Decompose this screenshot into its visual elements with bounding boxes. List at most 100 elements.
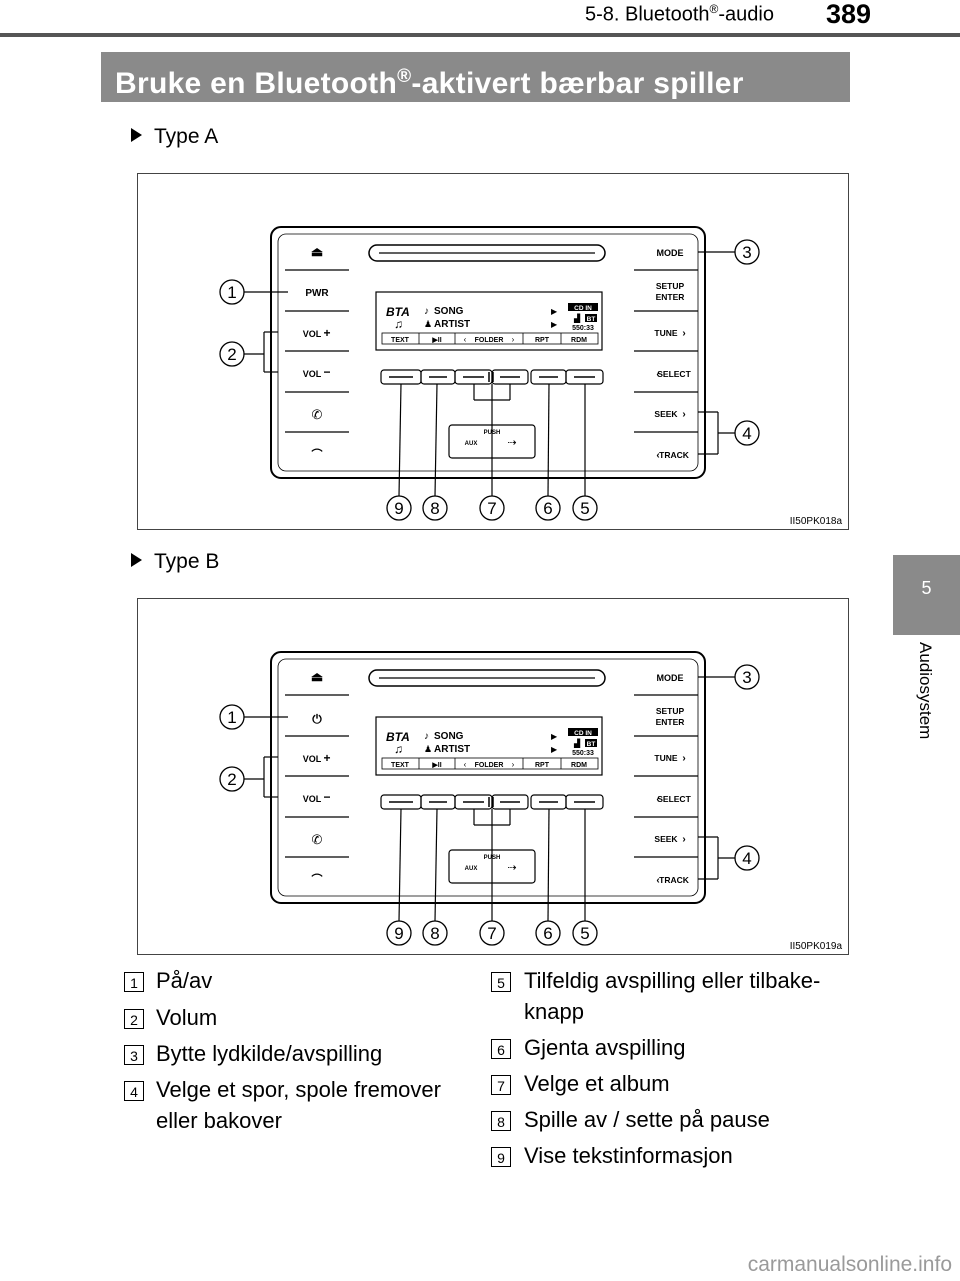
legend-item-6-number: 6 bbox=[491, 1039, 511, 1059]
setup-label: SETUP bbox=[656, 706, 685, 716]
figure-code: II50PK019a bbox=[790, 941, 843, 952]
section-title: 5-8. Bluetooth bbox=[585, 3, 710, 26]
legend-item-9-text: Vise tekstinformasjon bbox=[524, 1143, 733, 1168]
legend-item-4-number: 4 bbox=[124, 1081, 144, 1101]
softkey-label-5: RDM bbox=[571, 337, 587, 344]
enter-label: ENTER bbox=[656, 292, 685, 302]
chevron-right-icon: › bbox=[682, 753, 685, 764]
softkey-row bbox=[381, 332, 599, 345]
seek-label: SEEK bbox=[654, 834, 678, 844]
setup-label: SETUP bbox=[656, 281, 685, 291]
callout-9-circle bbox=[386, 920, 412, 946]
callout-7: 7 bbox=[487, 924, 496, 943]
vol-up-label: VOL bbox=[303, 329, 322, 339]
bt-badge-label: BT bbox=[587, 741, 596, 748]
display-source: BTA bbox=[386, 730, 410, 744]
callout-7: 7 bbox=[487, 499, 496, 518]
legend-item-4-text: Velge et spor, spole fremover eller bako… bbox=[156, 1077, 441, 1133]
chevron-left-icon: ‹ bbox=[656, 369, 659, 380]
legend-item-2-text: Volum bbox=[156, 1005, 218, 1030]
legend-item-7-text: Velge et album bbox=[524, 1071, 670, 1096]
mode-label: MODE bbox=[657, 248, 684, 258]
callout-8: 8 bbox=[430, 499, 439, 518]
play-arrow-icon: ▶ bbox=[551, 320, 558, 329]
title-registered-mark: ® bbox=[397, 66, 412, 87]
softkey-label-1: TEXT bbox=[391, 337, 410, 344]
chevron-right-icon: › bbox=[682, 328, 685, 339]
chapter-tab-label: Audiosystem bbox=[916, 642, 935, 740]
person-icon: ♟ bbox=[424, 744, 432, 754]
display-source: BTA bbox=[386, 305, 410, 319]
faceplate bbox=[270, 226, 706, 479]
callout-1: 1 bbox=[227, 283, 236, 302]
callout-3: 3 bbox=[742, 668, 751, 687]
track-label: TRACK bbox=[659, 450, 690, 460]
vol-up-label: VOL bbox=[303, 754, 322, 764]
callout-8-circle bbox=[422, 495, 448, 521]
callout-8: 8 bbox=[430, 924, 439, 943]
figure-code: II50PK018a bbox=[790, 516, 843, 527]
display-artist: ARTIST bbox=[434, 319, 470, 330]
music-notes-icon: ♫ bbox=[394, 317, 403, 331]
callout-4: 4 bbox=[742, 849, 751, 868]
title-main: Bruke en Bluetooth bbox=[115, 67, 398, 100]
phone-hangup-icon: ⌒ bbox=[311, 447, 324, 461]
callout-2: 2 bbox=[227, 345, 236, 364]
callout-9-leader bbox=[398, 808, 402, 922]
callout-1-circle bbox=[219, 704, 245, 730]
legend-item-5-number: 5 bbox=[491, 972, 511, 992]
vol-down-label: VOL bbox=[303, 794, 322, 804]
type-a-label: Type A bbox=[131, 125, 218, 149]
callout-9-circle bbox=[386, 495, 412, 521]
watermark: carmanualsonline.info bbox=[747, 1253, 952, 1276]
cd-in-label: CD IN bbox=[574, 730, 592, 737]
enter-label: ENTER bbox=[656, 717, 685, 727]
callout-2-circle bbox=[219, 341, 245, 367]
title-tail: -aktivert bærbar spiller bbox=[411, 67, 744, 100]
faceplate bbox=[270, 651, 706, 904]
callout-5: 5 bbox=[580, 499, 589, 518]
softkey-label-2: ▶II bbox=[431, 337, 441, 344]
callout-7-circle bbox=[479, 495, 505, 521]
callout-6: 6 bbox=[543, 499, 552, 518]
bt-badge-label: BT bbox=[587, 316, 596, 323]
triangle-bullet-icon bbox=[131, 128, 142, 142]
callout-8-leader bbox=[434, 383, 438, 497]
chevron-right-icon: › bbox=[512, 760, 515, 769]
plus-icon: + bbox=[323, 751, 330, 765]
music-note-icon: ♪ bbox=[424, 306, 429, 317]
radio-diagram: ⏏⏻VOL+VOL−✆⌒MODESETUPENTERTUNE›‹SELECTSE… bbox=[219, 651, 843, 952]
callout-9: 9 bbox=[394, 924, 403, 943]
legend-item-6-text: Gjenta avspilling bbox=[524, 1035, 686, 1060]
chevron-left-icon: ‹ bbox=[656, 450, 659, 461]
display-song: SONG bbox=[434, 731, 464, 742]
phone-pickup-icon: ✆ bbox=[312, 407, 323, 422]
type-b-label-text: Type B bbox=[154, 550, 220, 573]
cd-slot bbox=[368, 244, 606, 262]
header-rule bbox=[0, 33, 960, 37]
play-arrow-icon: ▶ bbox=[551, 307, 558, 316]
legend-item-5-text: Tilfeldig avspilling eller tilbake-knapp bbox=[524, 968, 821, 1024]
callout-5: 5 bbox=[580, 924, 589, 943]
display-song: SONG bbox=[434, 306, 464, 317]
legend-item-9-number: 9 bbox=[491, 1147, 511, 1167]
callout-9: 9 bbox=[394, 499, 403, 518]
cd-in-badge bbox=[568, 303, 598, 311]
select-label: SELECT bbox=[657, 369, 691, 379]
select-label: SELECT bbox=[657, 794, 691, 804]
callout-9-leader bbox=[398, 383, 402, 497]
callout-8-leader bbox=[434, 808, 438, 922]
music-notes-icon: ♫ bbox=[394, 742, 403, 756]
section-header: 5-8. Bluetooth®-audio bbox=[585, 2, 774, 27]
display-time: 550:33 bbox=[572, 750, 594, 757]
callout-3-circle bbox=[734, 664, 760, 690]
callout-4-circle bbox=[734, 420, 760, 446]
callout-7-circle bbox=[479, 920, 505, 946]
cd-in-label: CD IN bbox=[574, 305, 592, 312]
tune-label: TUNE bbox=[654, 753, 677, 763]
softkey-label-4: RPT bbox=[535, 337, 550, 344]
callout-3-circle bbox=[734, 239, 760, 265]
plus-icon: + bbox=[323, 326, 330, 340]
callout-6: 6 bbox=[543, 924, 552, 943]
